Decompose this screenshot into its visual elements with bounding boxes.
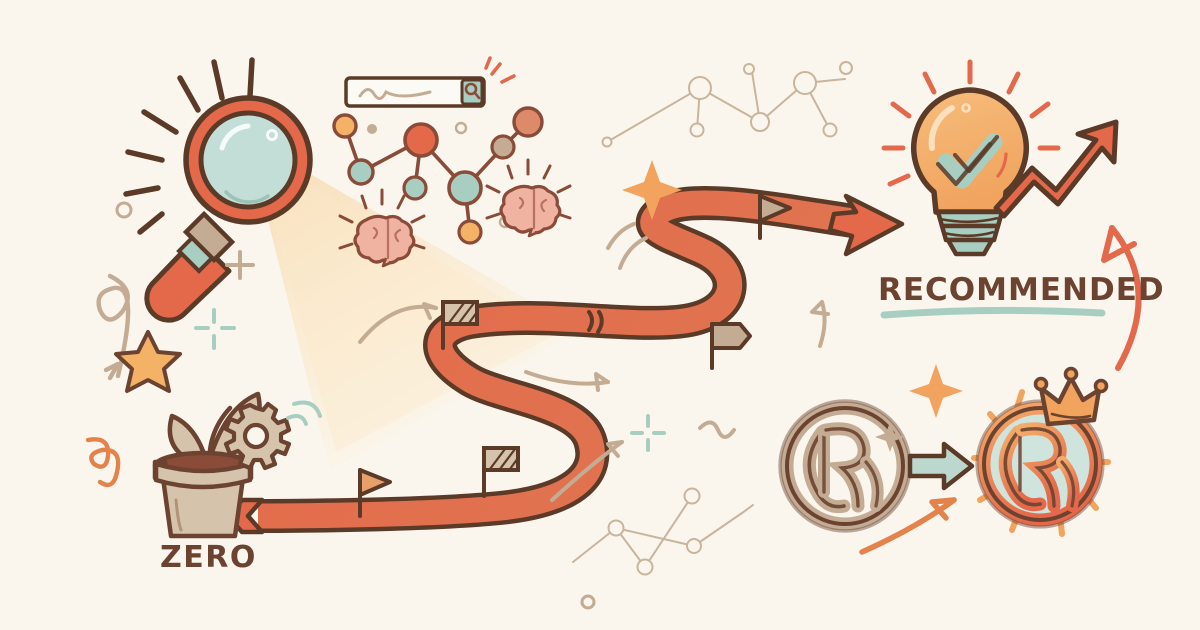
spotlight-beam [262,168,580,470]
gear-icon [223,400,322,471]
start-label: ZERO [160,540,257,575]
seedling-pot-icon [152,391,262,539]
magnifying-glass-icon [123,57,313,323]
loop-arrow-icon [96,273,131,381]
search-bar-icon[interactable] [344,56,516,108]
graph-node [402,175,428,201]
lightbulb-check-icon [881,59,1061,257]
sparkle-icon-orange [622,160,682,220]
curved-arrow-icon-right [1101,225,1142,371]
plus-icon [225,250,255,280]
milestone-flag-2 [482,446,520,498]
brain-icon-right [485,158,572,238]
hint-arrow-1 [358,302,438,344]
logo-monogram-muted-icon [778,399,912,533]
star-icon [114,330,182,393]
crown-icon [1033,366,1109,427]
hint-arrow-3 [550,440,624,502]
node-graph-icon [332,106,544,245]
hint-arrow-2 [524,370,610,392]
growth-arrow-icon [993,119,1119,219]
ring-decoration [115,201,133,219]
right-arrow-icon [907,441,975,491]
hint-arrow-4 [810,300,830,348]
squiggle-icon-2 [698,420,736,439]
sparkle-icon-orange-2 [909,364,963,418]
squiggle-icon [85,437,121,488]
sparkle-icon-left [194,308,236,350]
milestone-flag-5 [758,194,792,240]
graph-node [332,113,358,139]
curved-arrow-icon-bottom [859,497,957,555]
milestone-flag-1 [358,468,392,518]
brain-icon-left [338,188,426,268]
graph-node [512,106,544,138]
motion-lines [606,222,648,270]
milestone-flag-3 [441,300,479,350]
end-label: RECOMMENDED [878,272,1165,308]
graph-node [347,158,375,186]
milestone-flag-4 [710,322,752,370]
constellation-graph-icon-bottom [572,487,754,576]
sparkle-icon-tan [875,422,905,452]
graph-node [490,134,516,160]
graph-node [403,122,439,158]
graph-node [447,170,483,206]
recommended-underline [880,306,1106,319]
constellation-graph-icon-top [601,61,853,148]
ring-decoration [580,594,596,610]
graph-node [457,219,483,245]
sparkle-icon-center [630,414,666,452]
